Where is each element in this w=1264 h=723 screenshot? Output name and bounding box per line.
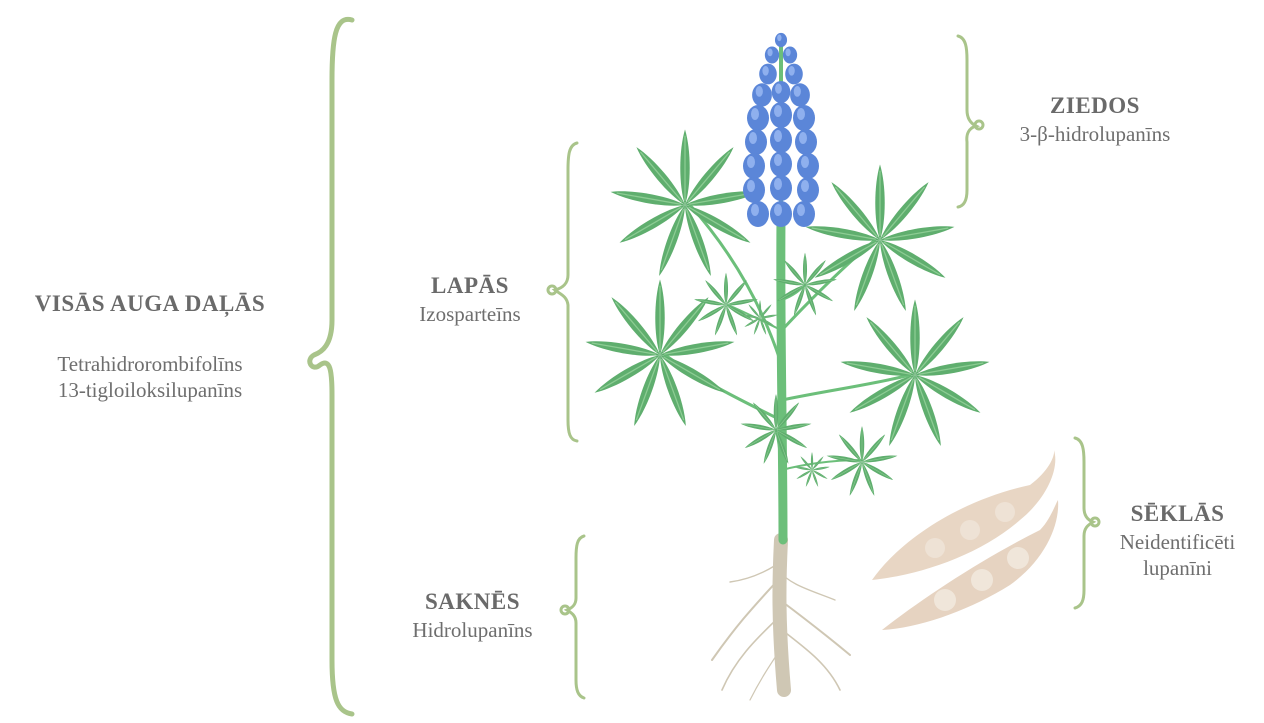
flowers-title: ZIEDOS [985,92,1205,121]
whole-plant-compound-1: Tetrahidrorombifolīns [0,351,300,377]
seed-pods [872,450,1058,630]
seeds-compound-2: lupanīni [1095,555,1260,581]
seeds-label: SĒKLĀS Neidentificēti lupanīni [1095,500,1260,581]
leaves-title: LAPĀS [390,272,550,301]
whole-plant-title: VISĀS AUGA DAĻĀS [0,290,300,319]
roots-label: SAKNĒS Hidrolupanīns [385,588,560,643]
roots [712,540,850,700]
whole-plant-compound-2: 13-tigloiloksilupanīns [0,377,300,403]
seeds-compound-1: Neidentificēti [1095,529,1260,555]
flowers-compound: 3-β-hidrolupanīns [985,121,1205,147]
leaves-label: LAPĀS Izosparteīns [390,272,550,327]
flowers-label: ZIEDOS 3-β-hidrolupanīns [985,92,1205,147]
leaves-compound: Izosparteīns [390,301,550,327]
whole-plant-bracket [310,19,352,714]
roots-title: SAKNĒS [385,588,560,617]
seeds-title: SĒKLĀS [1095,500,1260,529]
flower-spike [743,33,819,230]
roots-bracket [561,536,584,698]
roots-compound: Hidrolupanīns [385,617,560,643]
flowers-bracket [958,36,983,207]
leaves-bracket [548,143,577,441]
whole-plant-label: VISĀS AUGA DAĻĀS Tetrahidrorombifolīns 1… [0,290,300,403]
